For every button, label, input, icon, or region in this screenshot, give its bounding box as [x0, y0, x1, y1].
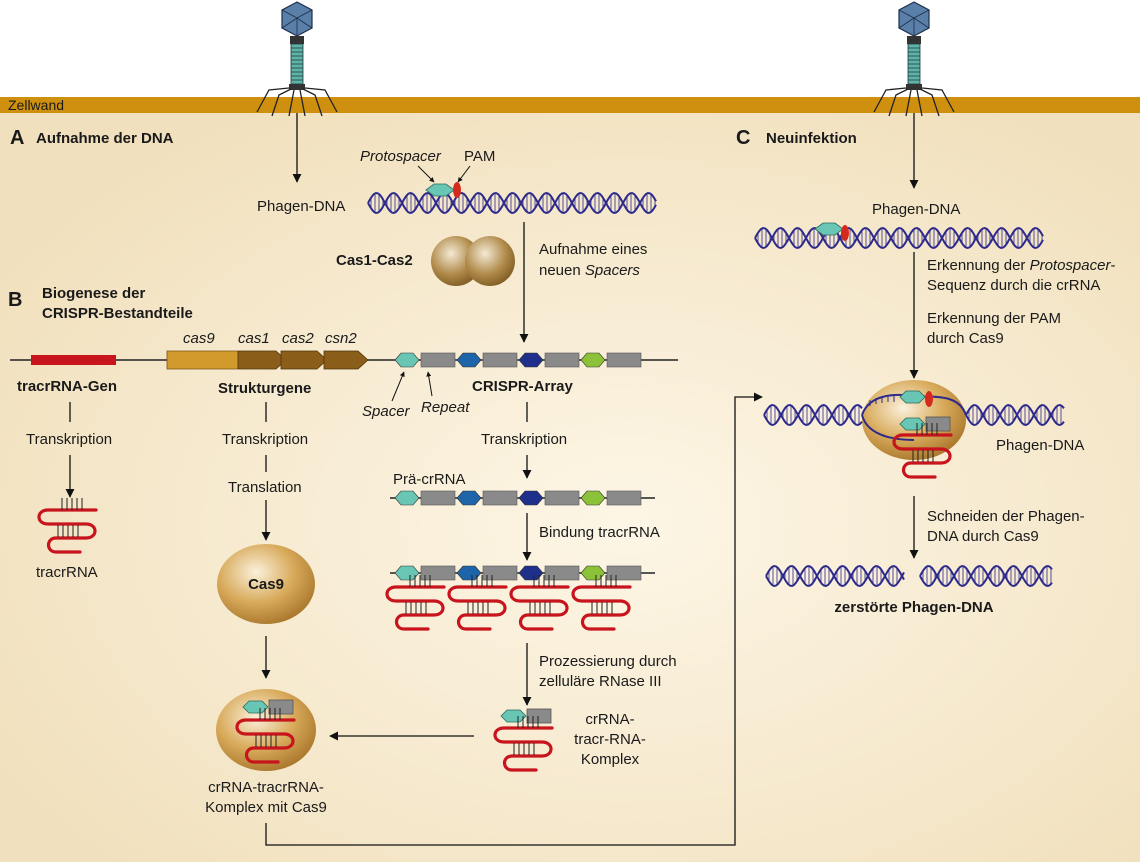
pam-label: PAM	[464, 148, 495, 165]
target-dna-bonds	[869, 396, 895, 406]
cut-text-2: DNA durch Cas9	[927, 528, 1039, 545]
pam-pointer	[457, 165, 471, 183]
destroyed-dna-right	[919, 564, 1053, 588]
csn2-gene	[323, 350, 369, 370]
phage-dna-label-c-mid: Phagen-DNA	[996, 437, 1084, 454]
complex-label-1: crRNA-	[585, 711, 634, 728]
repeat-pointer	[426, 371, 433, 397]
pam-recognition-text-2: durch Cas9	[927, 330, 1004, 347]
section-c-title: Neuinfektion	[766, 130, 857, 147]
pre-crrna-array	[394, 490, 642, 506]
destroyed-dna-left	[765, 564, 905, 588]
complex-repeat	[526, 708, 552, 724]
cas1-gene	[237, 350, 287, 370]
outside-area	[0, 0, 1140, 97]
processing-label-1: Prozessierung durch	[539, 653, 677, 670]
section-b-title-1: Biogenese der	[42, 285, 146, 302]
cell-wall-label: Zellwand	[8, 97, 64, 113]
cas1-cas2-label: Cas1-Cas2	[336, 252, 413, 269]
section-b-title-2: CRISPR-Bestandteile	[42, 305, 193, 322]
bound-tracr-3	[509, 575, 570, 631]
uptake-text-2: neuen Spacers	[539, 262, 640, 279]
phage-dna-label-c-top: Phagen-DNA	[872, 201, 960, 218]
destroyed-dna-label: zerstörte Phagen-DNA	[834, 599, 993, 616]
cas9-complex-repeat	[268, 699, 294, 715]
tracrrna-label: tracrRNA	[36, 564, 98, 581]
connector-arrow	[265, 392, 763, 846]
section-b-letter: B	[8, 289, 22, 311]
cas9-protein-label: Cas9	[248, 576, 284, 593]
pam-segment	[453, 182, 461, 198]
cas2-protein	[465, 236, 515, 286]
final-complex-label-2: Komplex mit Cas9	[205, 799, 327, 816]
repeat-label: Repeat	[421, 399, 470, 416]
phage-left	[256, 1, 338, 117]
target-dna-left	[763, 403, 863, 427]
recognition-text-2: Sequenz durch die crRNA	[927, 277, 1100, 294]
target-tracr	[892, 423, 953, 479]
target-dna-right	[965, 403, 1065, 427]
complex-label-2: tracr-RNA-	[574, 731, 646, 748]
cell-interior	[0, 112, 1140, 862]
pam-recognition-text-1: Erkennung der PAM	[927, 310, 1061, 327]
tracrrna-molecule	[37, 498, 98, 554]
phage-dna-helix-c	[754, 226, 1044, 250]
cut-text-1: Schneiden der Phagen-	[927, 508, 1085, 525]
cas2-gene-label: cas2	[282, 330, 314, 347]
target-crrna-repeat	[925, 416, 951, 432]
cas9-complex-tracr	[235, 708, 296, 764]
tracrrna-gene	[31, 355, 116, 365]
uptake-text-1: Aufnahme eines	[539, 241, 647, 258]
crispr-transcription-label: Transkription	[481, 431, 567, 448]
target-protospacer	[899, 390, 926, 404]
recognition-text-1: Erkennung der Protospacer-	[927, 257, 1115, 274]
bound-tracr-4	[571, 575, 632, 631]
csn2-gene-label: csn2	[325, 330, 357, 347]
protospacer-label: Protospacer	[360, 148, 442, 165]
complex-tracr	[493, 716, 554, 772]
cell-wall	[0, 97, 1140, 113]
complex-spacer	[500, 709, 527, 723]
bound-tracr-2	[447, 575, 508, 631]
cas1-gene-label: cas1	[238, 330, 270, 347]
target-dna-bottom-strand	[861, 414, 915, 441]
section-a-title: Aufnahme der DNA	[36, 130, 174, 147]
tracr-transcription-label: Transkription	[26, 431, 112, 448]
phage-right	[873, 1, 955, 117]
tracrrna-gene-label: tracrRNA-Gen	[17, 378, 117, 395]
cas9-complex-protein	[216, 689, 316, 771]
spacer-pointer	[391, 371, 405, 402]
processing-label-2: zelluläre RNase III	[539, 673, 662, 690]
protospacer-pointer	[417, 165, 435, 183]
section-a-letter: A	[10, 127, 24, 149]
translation-label: Translation	[228, 479, 302, 496]
pre-crrna-label: Prä-crRNA	[393, 471, 466, 488]
complex-label-3: Komplex	[581, 751, 640, 768]
cas2-gene	[280, 350, 328, 370]
cas9-gene-label: cas9	[183, 330, 215, 347]
crispr-array-genome	[394, 352, 642, 368]
crispr-array-label: CRISPR-Array	[472, 378, 574, 395]
phage-dna-label-a: Phagen-DNA	[257, 198, 345, 215]
cas9-gene	[166, 350, 248, 370]
pam-c	[841, 225, 849, 241]
spacer-label: Spacer	[362, 403, 411, 420]
cas9-transcription-label: Transkription	[222, 431, 308, 448]
target-pam	[925, 391, 933, 407]
section-c-letter: C	[736, 127, 750, 149]
binding-tracr-label: Bindung tracrRNA	[539, 524, 660, 541]
final-complex-label-1: crRNA-tracrRNA-	[208, 779, 324, 796]
structural-genes-label: Strukturgene	[218, 380, 311, 397]
cas9-complex-spacer	[242, 700, 269, 714]
cas9-protein	[217, 544, 315, 624]
phage-dna-helix-a	[367, 191, 657, 215]
target-crrna-spacer	[899, 417, 926, 431]
bound-tracr-1	[385, 575, 446, 631]
